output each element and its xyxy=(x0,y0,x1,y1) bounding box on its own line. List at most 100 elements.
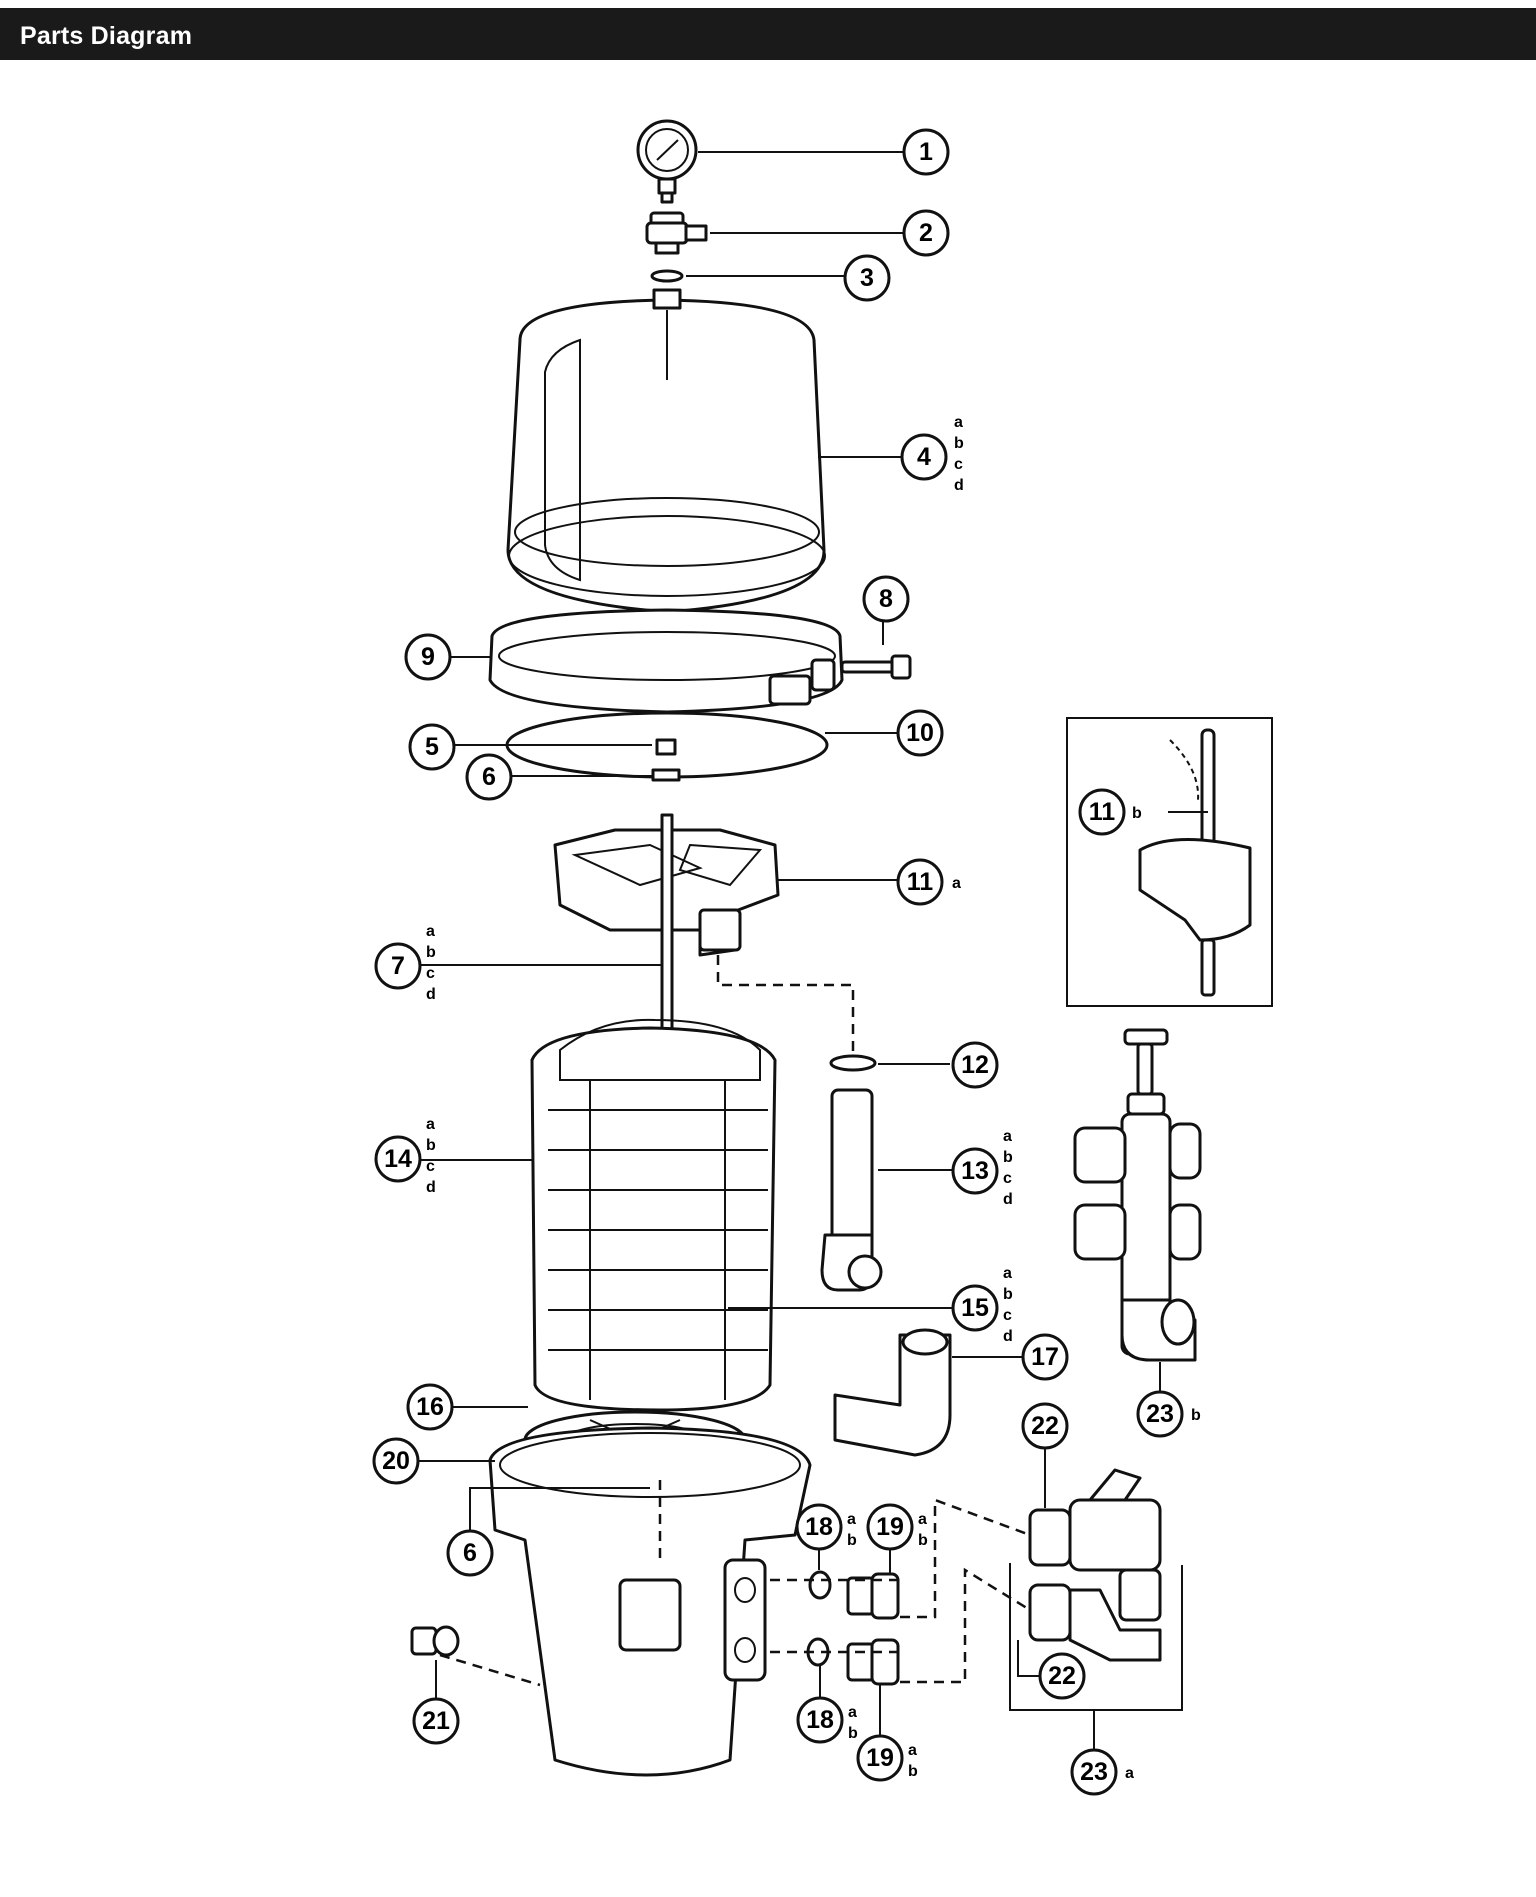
svg-text:11: 11 xyxy=(907,868,934,896)
svg-text:a: a xyxy=(952,875,961,892)
svg-text:b: b xyxy=(1003,1286,1013,1303)
svg-text:a: a xyxy=(1003,1265,1012,1282)
callout-4: 4 a b c d xyxy=(900,414,964,494)
callout-11a: 11 a xyxy=(896,858,961,906)
part-pressure-gauge xyxy=(636,119,698,204)
svg-text:23: 23 xyxy=(1080,1758,1108,1786)
callout-14: 14 a b c d xyxy=(374,1116,436,1196)
svg-text:b: b xyxy=(847,1532,857,1549)
svg-text:d: d xyxy=(426,1179,436,1196)
svg-text:18: 18 xyxy=(805,1513,833,1541)
part-clamp-bolt xyxy=(840,654,912,680)
part-elbow xyxy=(833,1328,952,1457)
leader-lines xyxy=(418,151,1208,1750)
svg-text:a: a xyxy=(1125,1765,1134,1782)
callout-18-lower: 18 a b xyxy=(796,1696,858,1744)
part-push-pull-valve xyxy=(1073,1028,1202,1362)
callout-16: 16 xyxy=(406,1383,454,1431)
svg-text:c: c xyxy=(954,456,963,473)
svg-text:b: b xyxy=(1003,1149,1013,1166)
svg-text:2: 2 xyxy=(919,219,933,247)
callout-20: 20 xyxy=(372,1437,420,1485)
callout-2: 2 xyxy=(902,209,950,257)
svg-text:4: 4 xyxy=(917,443,931,471)
callout-23b: 23 b xyxy=(1136,1390,1201,1438)
part-adapter-lower xyxy=(846,1638,900,1686)
svg-text:9: 9 xyxy=(421,643,435,671)
header-bar: Parts Diagram xyxy=(0,8,1536,60)
svg-text:b: b xyxy=(918,1532,928,1549)
part-air-relief-valve xyxy=(645,211,708,255)
svg-text:13: 13 xyxy=(961,1157,989,1185)
svg-text:a: a xyxy=(954,414,963,431)
svg-text:18: 18 xyxy=(806,1706,834,1734)
svg-text:c: c xyxy=(426,1158,435,1175)
svg-text:c: c xyxy=(426,965,435,982)
svg-text:d: d xyxy=(1003,1328,1013,1345)
svg-text:22: 22 xyxy=(1031,1412,1059,1440)
dash-lower-to-valve xyxy=(900,1567,1031,1684)
svg-text:d: d xyxy=(1003,1191,1013,1208)
svg-text:b: b xyxy=(426,1137,436,1154)
svg-text:a: a xyxy=(848,1704,857,1721)
callout-23a: 23 a xyxy=(1070,1748,1134,1796)
svg-text:23: 23 xyxy=(1146,1400,1174,1428)
svg-text:a: a xyxy=(1003,1128,1012,1145)
svg-text:12: 12 xyxy=(961,1051,989,1079)
svg-text:a: a xyxy=(426,1116,435,1133)
part-o-ring-pipe xyxy=(829,1054,877,1072)
callout-8: 8 xyxy=(862,575,910,623)
part-drain-plug xyxy=(410,1625,460,1657)
svg-text:22: 22 xyxy=(1048,1662,1076,1690)
svg-text:b: b xyxy=(908,1763,918,1780)
svg-text:b: b xyxy=(426,944,436,961)
svg-text:3: 3 xyxy=(860,264,874,292)
part-multiport-valve xyxy=(1028,1468,1162,1662)
callout-22-upper: 22 xyxy=(1021,1402,1069,1450)
dash-upper-to-valve xyxy=(900,1498,1031,1619)
callout-6-lower: 6 xyxy=(446,1529,494,1577)
callout-13: 13 a b c d xyxy=(951,1128,1013,1208)
svg-text:16: 16 xyxy=(416,1393,444,1421)
svg-text:19: 19 xyxy=(866,1744,894,1772)
part-air-relief-tube xyxy=(1138,728,1252,997)
callout-10: 10 xyxy=(896,709,944,757)
svg-text:a: a xyxy=(908,1742,917,1759)
svg-text:14: 14 xyxy=(384,1145,412,1173)
part-cartridge-element xyxy=(530,1018,777,1412)
callout-5: 5 xyxy=(408,723,456,771)
callout-6-upper: 6 xyxy=(465,753,513,801)
svg-text:17: 17 xyxy=(1031,1343,1059,1371)
callout-11b: 11 b xyxy=(1078,788,1142,836)
svg-text:b: b xyxy=(848,1725,858,1742)
callout-22-lower: 22 xyxy=(1038,1652,1086,1700)
callout-17: 17 xyxy=(1021,1333,1069,1381)
svg-text:7: 7 xyxy=(391,952,405,980)
part-internal-pipe xyxy=(820,1088,883,1292)
callout-15: 15 a b c d xyxy=(951,1265,1013,1345)
part-o-ring-small xyxy=(650,269,684,283)
svg-text:15: 15 xyxy=(961,1294,989,1322)
svg-text:d: d xyxy=(426,986,436,1003)
part-tank-lid xyxy=(506,288,826,614)
svg-text:a: a xyxy=(918,1511,927,1528)
callout-12: 12 xyxy=(951,1041,999,1089)
svg-text:c: c xyxy=(1003,1307,1012,1324)
callout-19-lower: 19 a b xyxy=(856,1734,918,1782)
svg-text:b: b xyxy=(1132,805,1142,822)
part-clamp-band xyxy=(488,608,844,714)
svg-text:5: 5 xyxy=(425,733,439,761)
inset-detail-box xyxy=(1066,717,1273,1007)
svg-text:10: 10 xyxy=(906,719,934,747)
part-nut xyxy=(655,738,677,756)
dash-drain-plug xyxy=(439,1653,541,1687)
part-washer xyxy=(651,768,681,782)
svg-text:11: 11 xyxy=(1089,798,1116,826)
svg-text:1: 1 xyxy=(919,138,933,166)
svg-text:8: 8 xyxy=(879,585,893,613)
cartridge-pleats xyxy=(548,1080,768,1400)
callout-18-upper: 18 a b xyxy=(795,1503,857,1551)
part-adapter-upper xyxy=(846,1572,900,1620)
callout-3: 3 xyxy=(843,254,891,302)
callout-21: 21 xyxy=(412,1697,460,1745)
